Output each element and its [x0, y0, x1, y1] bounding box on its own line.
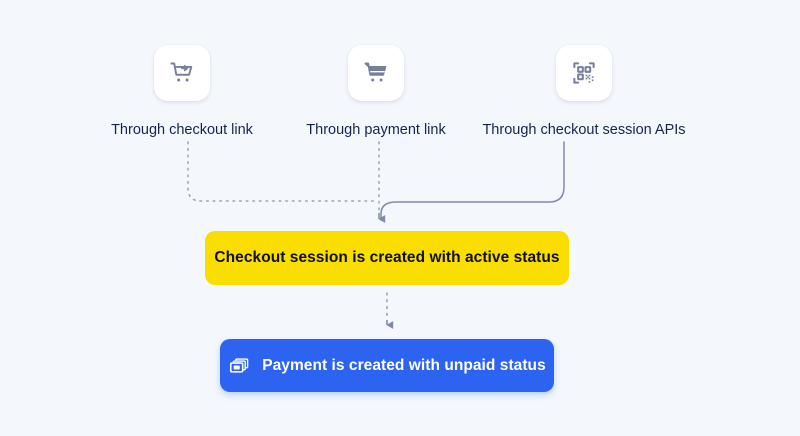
edge-checkout-session-apis-to-session: [380, 141, 565, 221]
source-label-checkout-session-apis: Through checkout session APIs: [482, 122, 686, 138]
source-node-payment-link[interactable]: Through payment link: [268, 45, 484, 139]
status-node-checkout-session[interactable]: Checkout session is created with active …: [205, 231, 569, 285]
source-label-payment-link: Through payment link: [306, 122, 446, 138]
shopping-cart-filled-icon: [363, 60, 390, 87]
status-node-checkout-session-label: Checkout session is created with active …: [214, 249, 560, 266]
source-node-checkout-session-apis[interactable]: Through checkout session APIs: [476, 45, 692, 139]
status-node-payment[interactable]: Payment is created with unpaid status: [220, 339, 554, 392]
icon-card-payment-link[interactable]: [348, 45, 404, 101]
banknotes-icon: [228, 355, 250, 377]
qr-code-icon: [571, 60, 597, 86]
icon-card-checkout-link[interactable]: [154, 45, 210, 101]
source-label-checkout-link: Through checkout link: [111, 122, 253, 138]
icon-card-checkout-session-apis[interactable]: [556, 45, 612, 101]
source-node-checkout-link[interactable]: Through checkout link: [74, 45, 290, 139]
status-node-payment-label: Payment is created with unpaid status: [262, 356, 546, 374]
edge-checkout-link-to-session: [187, 141, 375, 202]
cart-arrow-right-icon: [169, 60, 196, 87]
